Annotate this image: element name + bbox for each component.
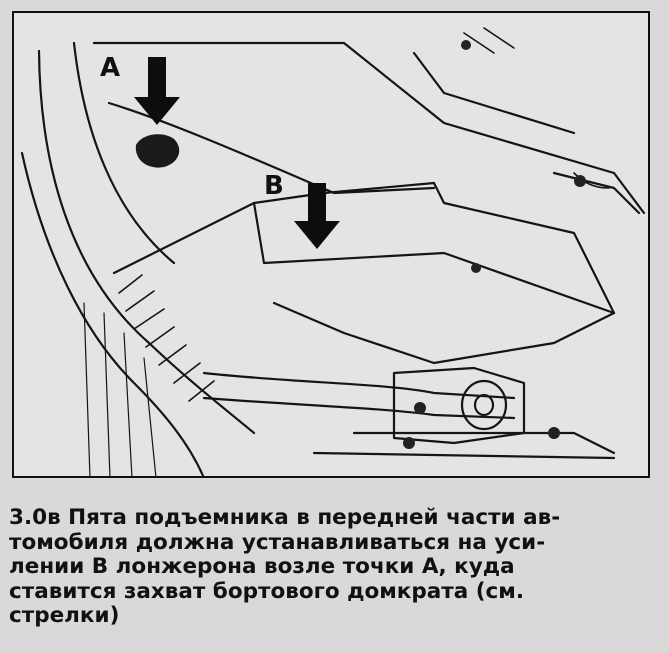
illustration-frame: A B	[12, 11, 650, 478]
vehicle-underbody-illustration	[20, 27, 646, 476]
caption-line: 3.0в Пята подъемника в передней части ав…	[9, 505, 561, 530]
caption-line: лении В лонжерона возле точки А, куда	[9, 554, 515, 579]
caption-line: томобиля должна устанавливаться на уси-	[9, 529, 546, 555]
arrow-a-icon	[134, 57, 180, 125]
label-b: B	[264, 171, 284, 201]
point-a-mark	[135, 134, 180, 168]
label-a: A	[100, 53, 121, 83]
arrow-b-icon	[294, 183, 340, 249]
caption-line: стрелки)	[9, 603, 120, 628]
caption-line: ставится захват бортового домкрата (см.	[9, 578, 525, 604]
figure-caption: 3.0в Пята подъемника в передней части ав…	[9, 505, 654, 629]
